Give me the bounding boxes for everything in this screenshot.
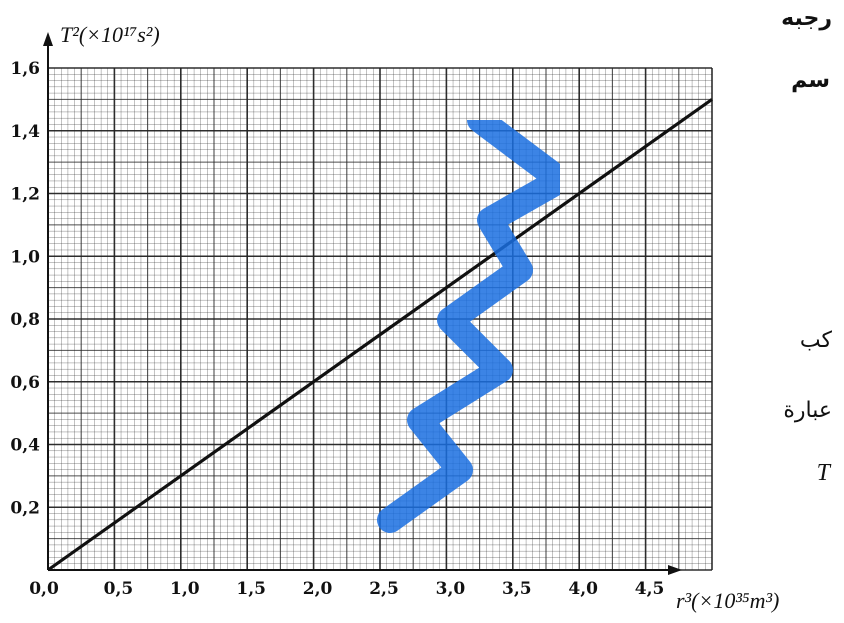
y-axis-label: T²(×10¹⁷s²) bbox=[60, 22, 160, 47]
x-tick-label: 1,5 bbox=[236, 579, 266, 599]
chart-grid bbox=[47, 67, 713, 571]
tick-labels: 0,2 0,4 0,6 0,8 1,0 1,2 1,4 1,6 0,0 0,5 1,0 1,5 2,0 2… bbox=[10, 59, 664, 599]
y-tick-label: 1,0 bbox=[10, 247, 40, 267]
y-axis-arrow bbox=[43, 32, 53, 46]
y-tick-label: 0,4 bbox=[10, 436, 40, 456]
y-tick-label: 1,6 bbox=[10, 59, 40, 79]
side-text-1: رجبه bbox=[781, 6, 832, 31]
x-tick-label: 3,5 bbox=[502, 579, 532, 599]
x-tick-label: 4,5 bbox=[635, 579, 665, 599]
x-tick-label: 1,0 bbox=[170, 579, 200, 599]
side-text-3: كب bbox=[799, 328, 832, 353]
x-tick-label: 0,0 bbox=[29, 579, 59, 599]
x-tick-label: 2,5 bbox=[369, 579, 399, 599]
side-text-4: عبارة bbox=[783, 398, 832, 423]
x-tick-label: 2,0 bbox=[303, 579, 333, 599]
side-text-5: T bbox=[816, 460, 830, 486]
y-tick-label: 0,2 bbox=[10, 498, 40, 518]
y-tick-label: 1,2 bbox=[10, 185, 40, 205]
x-axis-label: r³(×10³⁵m³) bbox=[676, 588, 779, 613]
y-tick-label: 1,4 bbox=[10, 122, 40, 142]
x-tick-label: 3,0 bbox=[436, 579, 466, 599]
side-text-2: سم bbox=[791, 68, 830, 93]
x-tick-label: 4,0 bbox=[568, 579, 598, 599]
x-axis-arrow bbox=[668, 565, 682, 575]
y-tick-label: 0,6 bbox=[10, 373, 40, 393]
chart-axes bbox=[43, 32, 682, 575]
y-tick-label: 0,8 bbox=[10, 310, 40, 330]
x-tick-label: 0,5 bbox=[104, 579, 134, 599]
